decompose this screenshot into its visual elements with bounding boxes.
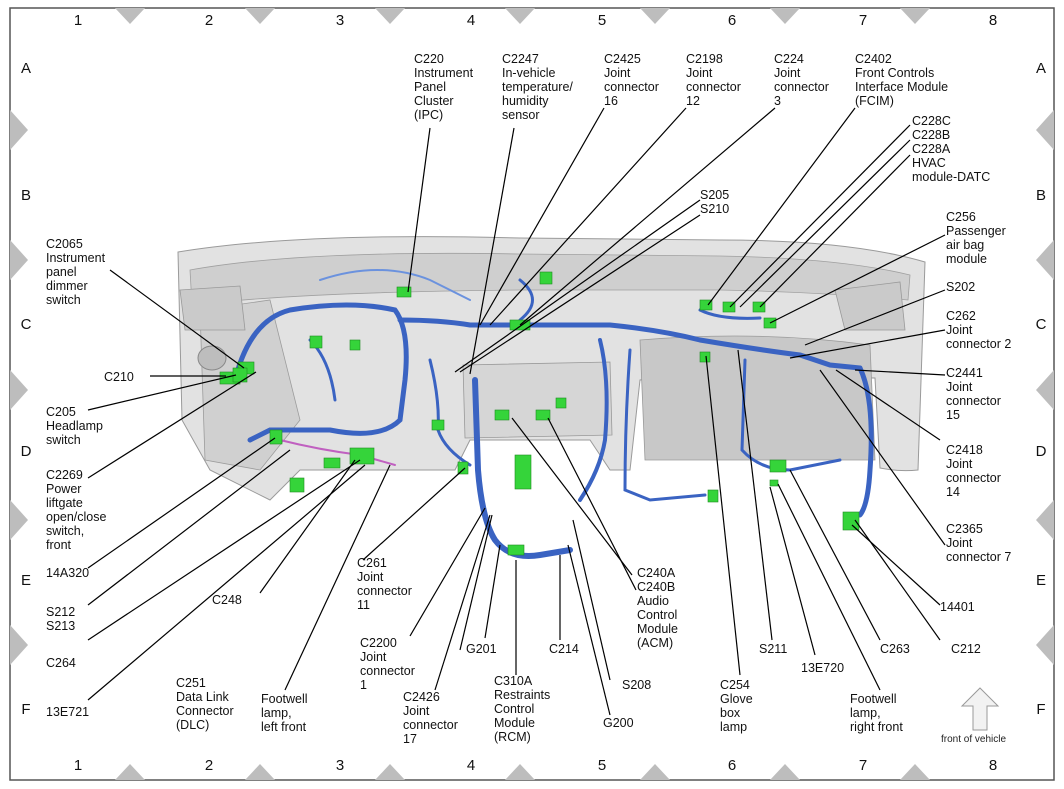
connector-c2426 bbox=[431, 419, 445, 431]
grid-col-4-top: 4 bbox=[466, 12, 476, 29]
label-c251: C251 Data Link Connector (DLC) bbox=[176, 676, 234, 732]
connector-c228c bbox=[722, 301, 736, 313]
connector-c263 bbox=[769, 459, 787, 473]
label-13e721: 13E721 bbox=[46, 705, 90, 719]
grid-col-6-bottom: 6 bbox=[727, 757, 737, 774]
connector-c2402 bbox=[699, 299, 713, 311]
connector-c261 bbox=[457, 461, 469, 475]
grid-markers bbox=[10, 8, 1054, 780]
label-c220: C220 Instrument Panel Cluster (IPC) bbox=[414, 52, 474, 122]
label-c205: C205 Headlamp switch bbox=[46, 405, 103, 447]
grid-col-5-top: 5 bbox=[597, 12, 607, 29]
connector-c228a bbox=[752, 301, 766, 313]
label-c212: C212 bbox=[951, 642, 981, 656]
arrow-up-icon bbox=[960, 687, 1000, 731]
grid-row-d-right: D bbox=[1035, 443, 1047, 460]
label-c2425: C2425 Joint connector 16 bbox=[604, 52, 659, 108]
label-footwell-left: Footwell lamp, left front bbox=[261, 692, 308, 734]
label-c2065: C2065 Instrument panel dimmer switch bbox=[46, 237, 106, 307]
label-g201: G201 bbox=[466, 642, 497, 656]
grid-row-b-right: B bbox=[1035, 187, 1046, 204]
grid-col-1-top: 1 bbox=[73, 12, 83, 29]
connector-c224 bbox=[555, 397, 567, 409]
grid-col-5-bottom: 5 bbox=[597, 757, 607, 774]
connector-c264 bbox=[349, 447, 375, 465]
label-c261: C261 Joint connector 11 bbox=[357, 556, 412, 612]
label-c228: C228C C228B C228A HVAC module-DATC bbox=[912, 114, 991, 184]
leader-lines bbox=[87, 107, 946, 716]
label-c2426: C2426 Joint connector 17 bbox=[403, 690, 458, 746]
grid-col-4-bottom: 4 bbox=[466, 757, 476, 774]
connectors bbox=[219, 271, 860, 556]
grid-row-c-right: C bbox=[1035, 316, 1047, 333]
connector-c254 bbox=[699, 351, 711, 363]
connector-c262 bbox=[707, 489, 719, 503]
label-c2198: C2198 Joint connector 12 bbox=[686, 52, 741, 108]
connector-c220 bbox=[396, 286, 412, 298]
label-g200: G200 bbox=[603, 716, 634, 730]
grid-row-a-left: A bbox=[20, 60, 31, 77]
label-c2441: C2441 Joint connector 15 bbox=[946, 366, 1001, 422]
connector-c220b bbox=[309, 335, 323, 349]
label-c240: C240A C240B Audio Control Module (ACM) bbox=[637, 566, 678, 650]
grid-col-7-bottom: 7 bbox=[858, 757, 868, 774]
grid-col-2-top: 2 bbox=[204, 12, 214, 29]
label-c2247: C2247 In-vehicle temperature/ humidity s… bbox=[502, 52, 573, 122]
label-c310a: C310A Restraints Control Module (RCM) bbox=[494, 674, 551, 744]
grid-row-e-left: E bbox=[20, 572, 31, 589]
label-14a320: 14A320 bbox=[46, 566, 90, 580]
label-footwell-right: Footwell lamp, right front bbox=[850, 692, 903, 734]
label-s211: S211 bbox=[759, 642, 788, 656]
label-c2269: C2269 Power liftgate open/close switch, … bbox=[46, 468, 107, 552]
grid-col-6-top: 6 bbox=[727, 12, 737, 29]
connector-c2198 bbox=[349, 339, 361, 351]
label-c248: C248 bbox=[212, 593, 242, 607]
grid-row-f-left: F bbox=[21, 701, 31, 718]
connector-c310a bbox=[514, 454, 532, 490]
label-s205-s210: S205 S210 bbox=[700, 188, 730, 216]
label-c2200: C2200 Joint connector 1 bbox=[360, 636, 415, 692]
connector-c212 bbox=[842, 511, 860, 531]
grid-row-b-left: B bbox=[20, 187, 31, 204]
connector-13e721 bbox=[289, 477, 305, 493]
grid-col-8-top: 8 bbox=[988, 12, 998, 29]
label-14401: 14401 bbox=[940, 600, 975, 614]
grid-col-3-top: 3 bbox=[335, 12, 345, 29]
connector-footwell-right bbox=[769, 479, 779, 487]
label-c254: C254 Glove box lamp bbox=[720, 678, 753, 734]
connector-c240a bbox=[494, 409, 510, 421]
grid-row-e-right: E bbox=[1035, 572, 1046, 589]
label-c2365: C2365 Joint connector 7 bbox=[946, 522, 1012, 564]
label-c224: C224 Joint connector 3 bbox=[774, 52, 829, 108]
grid-col-1-bottom: 1 bbox=[73, 757, 83, 774]
label-13e720: 13E720 bbox=[801, 661, 845, 675]
label-c2418: C2418 Joint connector 14 bbox=[946, 443, 1001, 499]
grid-row-d-left: D bbox=[20, 443, 32, 460]
label-c263: C263 bbox=[880, 642, 910, 656]
label-c256: C256 Passenger air bag module bbox=[946, 210, 1006, 266]
grid-col-2-bottom: 2 bbox=[204, 757, 214, 774]
grid-row-c-left: C bbox=[20, 316, 32, 333]
connector-c2247 bbox=[539, 271, 553, 285]
orientation-caption: front of vehicle bbox=[941, 734, 1007, 745]
label-s208: S208 bbox=[622, 678, 652, 692]
label-c210: C210 bbox=[104, 370, 134, 384]
grid-row-f-right: F bbox=[1036, 701, 1046, 718]
label-c2402: C2402 Front Controls Interface Module (F… bbox=[855, 52, 949, 108]
connector-c214 bbox=[507, 544, 525, 556]
label-c264: C264 bbox=[46, 656, 76, 670]
connector-c240b bbox=[535, 409, 551, 421]
connector-c2269 bbox=[269, 429, 283, 445]
grid-col-3-bottom: 3 bbox=[335, 757, 345, 774]
grid-col-7-top: 7 bbox=[858, 12, 868, 29]
connector-c248 bbox=[323, 457, 341, 469]
label-s202: S202 bbox=[946, 280, 976, 294]
label-c262: C262 Joint connector 2 bbox=[946, 309, 1012, 351]
label-s212-s213: S212 S213 bbox=[46, 605, 76, 633]
label-c214: C214 bbox=[549, 642, 579, 656]
grid-col-8-bottom: 8 bbox=[988, 757, 998, 774]
grid-row-a-right: A bbox=[1035, 60, 1046, 77]
